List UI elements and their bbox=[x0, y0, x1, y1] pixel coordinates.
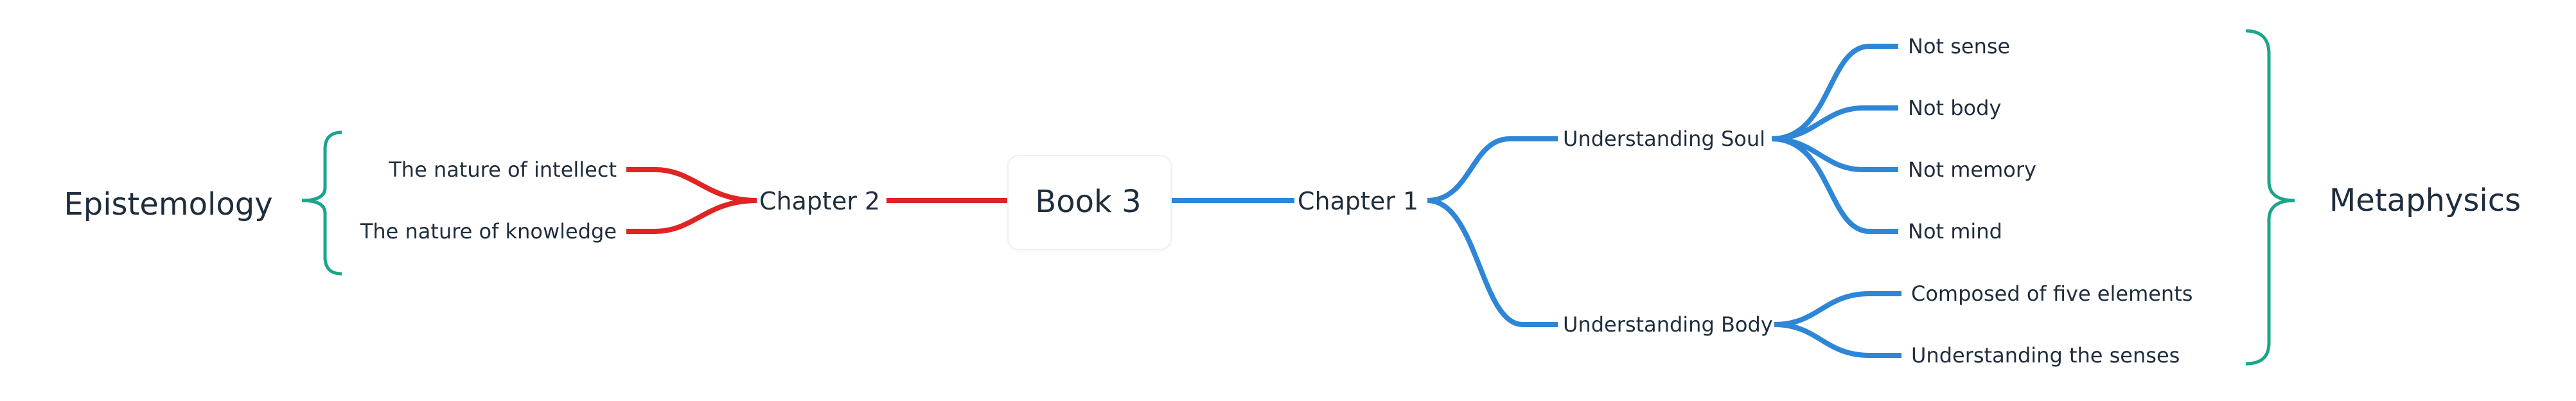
leaf-not-memory[interactable]: Not memory bbox=[1908, 157, 2036, 182]
summary-epistemology[interactable]: Epistemology bbox=[64, 186, 273, 222]
bracket-metaphysics bbox=[2245, 29, 2295, 366]
connector-body-composed bbox=[1774, 291, 1901, 327]
root-node-box[interactable] bbox=[1007, 155, 1172, 250]
connector-soul-not-mind bbox=[1771, 136, 1898, 234]
topic-chapter-2[interactable]: Chapter 2 bbox=[759, 187, 881, 215]
leaf-understanding-the-senses[interactable]: Understanding the senses bbox=[1911, 343, 2180, 368]
leaf-not-mind[interactable]: Not mind bbox=[1908, 219, 2002, 244]
leaf-not-body[interactable]: Not body bbox=[1908, 96, 2002, 120]
connector-soul-not-sense bbox=[1771, 44, 1898, 141]
root-node-label[interactable]: Book 3 bbox=[1035, 184, 1142, 220]
connector-chapter2-intellect bbox=[626, 167, 757, 203]
bracket-epistemology bbox=[301, 130, 342, 276]
connector-chapter2-knowledge bbox=[626, 198, 757, 234]
connector-body-senses bbox=[1774, 322, 1901, 358]
subtopic-understanding-body[interactable]: Understanding Body bbox=[1563, 312, 1773, 337]
leaf-composed-of-five-elements[interactable]: Composed of five elements bbox=[1911, 281, 2193, 306]
topic-chapter-1[interactable]: Chapter 1 bbox=[1297, 187, 1419, 215]
connector-soul-not-body bbox=[1771, 105, 1898, 141]
connector-chapter1-soul bbox=[1427, 136, 1558, 203]
subtopic-nature-of-intellect[interactable]: The nature of intellect bbox=[389, 157, 617, 182]
subtopic-understanding-soul[interactable]: Understanding Soul bbox=[1563, 127, 1765, 151]
subtopic-nature-of-knowledge[interactable]: The nature of knowledge bbox=[360, 219, 617, 244]
leaf-not-sense[interactable]: Not sense bbox=[1908, 34, 2011, 58]
connector-chapter1-body bbox=[1427, 198, 1558, 327]
summary-metaphysics[interactable]: Metaphysics bbox=[2329, 183, 2521, 218]
